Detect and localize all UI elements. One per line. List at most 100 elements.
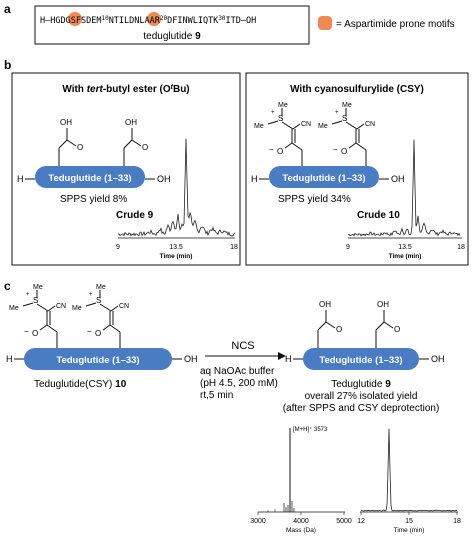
ms-tick-3: 5000 xyxy=(336,518,352,525)
pill-csy xyxy=(269,166,379,188)
box-otbu xyxy=(11,72,241,266)
pill-otbu-text: Teduglutide (1–33) xyxy=(48,173,131,184)
ms-tick-2: 4000 xyxy=(293,518,309,525)
tick-right-3: 18 xyxy=(457,244,465,251)
sequence: H—HGDGSFSDEM10NTILDNLAAR20DFINWLIQTK30IT… xyxy=(40,15,256,26)
oh-c-product-2: OH xyxy=(377,300,389,309)
o-b1: O xyxy=(277,147,283,156)
oh-terminus-left: OH xyxy=(157,174,171,184)
reagent-ncs: NCS xyxy=(231,340,254,352)
minus-c2: − xyxy=(87,327,92,336)
xlabel-right: Time (min) xyxy=(389,253,422,260)
csy-sidechain-b1 xyxy=(267,108,303,166)
o-otbu-1: O xyxy=(77,143,83,152)
after-deprotection: (after SPPS and CSY deprotection) xyxy=(283,403,440,414)
chromatogram-crude-10 xyxy=(347,139,462,239)
pill-c-left xyxy=(24,348,172,370)
oh-otbu-1: OH xyxy=(60,118,72,127)
xlabel-left: Time (min) xyxy=(160,253,193,260)
title-otbu: With tert-butyl ester (OtBu) xyxy=(62,84,189,95)
o-c-product-2: O xyxy=(394,325,400,334)
legend-swatch xyxy=(318,16,332,30)
sidechain-c-product-1 xyxy=(317,310,336,348)
highlight-dn xyxy=(147,12,161,26)
tick-right-2: 13.5 xyxy=(398,244,412,251)
o-c2: O xyxy=(95,329,101,338)
sidechain-otbu-2 xyxy=(123,128,142,166)
csy-sidechain-c1 xyxy=(22,290,58,348)
s-b1: S xyxy=(278,114,283,123)
highlight-dg xyxy=(68,12,82,26)
o-b2: O xyxy=(341,147,347,156)
pill-c-right-text: Teduglutide (1–33) xyxy=(319,355,402,366)
me-b1-left: Me xyxy=(254,123,264,130)
me-b2-top: Me xyxy=(342,102,352,109)
oh-terminus-right: OH xyxy=(391,174,405,184)
oh-c-product-1: OH xyxy=(319,300,331,309)
chromatogram-crude-9 xyxy=(117,138,236,239)
o-c-product-1: O xyxy=(336,325,342,334)
tick-left-3: 18 xyxy=(230,244,238,251)
h-terminus-c-left: H xyxy=(6,354,13,364)
minus-b1: − xyxy=(269,145,274,154)
cond-3: rt,5 min xyxy=(200,390,233,401)
plus-c2: + xyxy=(89,292,93,298)
pill-c-right xyxy=(303,348,419,370)
cn-b2: CN xyxy=(365,121,375,128)
h-terminus-left: H xyxy=(17,174,24,184)
me-c1-left: Me xyxy=(9,305,19,312)
oh-otbu-2: OH xyxy=(125,118,137,127)
csy-sidechain-c2 xyxy=(85,290,121,348)
me-b1-top: Me xyxy=(278,102,288,109)
me-c1-top: Me xyxy=(33,284,43,291)
ms-tick-1: 3000 xyxy=(250,518,266,525)
caption-c-left: Teduglutide(CSY) 10 xyxy=(34,379,127,390)
pill-otbu xyxy=(35,166,145,188)
title-csy: With cyanosulfurylide (CSY) xyxy=(290,84,424,95)
hplc-tick-3: 18 xyxy=(453,518,461,525)
minus-b2: − xyxy=(333,145,338,154)
yield-otbu: SPPS yield 8% xyxy=(60,194,127,205)
cond-1: aq NaOAc buffer xyxy=(200,366,275,377)
sequence-caption: teduglutide 9 xyxy=(143,31,201,42)
caption-c-right: Teduglutide 9 xyxy=(331,379,391,390)
oh-terminus-c-right: OH xyxy=(431,354,445,364)
yield-csy: SPPS yield 34% xyxy=(278,194,351,205)
tick-left-2: 13.5 xyxy=(169,244,183,251)
o-c1: O xyxy=(32,329,38,338)
sidechain-c-product-2 xyxy=(375,310,394,348)
cond-2: (pH 4.5, 200 mM) xyxy=(200,378,278,389)
cn-c2: CN xyxy=(119,303,129,310)
sequence-box xyxy=(34,5,310,45)
legend-text: = Aspartimide prone motifs xyxy=(336,19,455,30)
ms-peak-label: [M+H]⁺ 3573 xyxy=(293,426,328,433)
me-c2-left: Me xyxy=(72,305,82,312)
crude-10-label: Crude 10 xyxy=(357,210,400,221)
box-csy xyxy=(245,72,469,266)
h-terminus-c-right: H xyxy=(285,354,292,364)
panel-label-b: b xyxy=(4,58,11,72)
csy-sidechain-b2 xyxy=(331,108,367,166)
s-b2: S xyxy=(342,114,347,123)
ms-spectrum xyxy=(257,428,345,515)
o-otbu-2: O xyxy=(142,143,148,152)
oh-terminus-c-left: OH xyxy=(184,354,198,364)
plus-b2: + xyxy=(335,110,339,116)
s-c1: S xyxy=(33,296,38,305)
cn-c1: CN xyxy=(56,303,66,310)
crude-9-label: Crude 9 xyxy=(116,210,154,221)
hplc-xlabel: Time (min) xyxy=(394,527,425,534)
plus-c1: + xyxy=(26,292,30,298)
tick-left-1: 9 xyxy=(116,244,120,251)
minus-c1: − xyxy=(24,327,29,336)
pill-c-left-text: Teduglutide (1–33) xyxy=(56,355,139,366)
cn-b1: CN xyxy=(301,121,311,128)
ms-xlabel: Mass (Da) xyxy=(286,527,316,534)
hplc-tick-2: 15 xyxy=(405,518,413,525)
hplc-tick-1: 12 xyxy=(357,518,365,525)
hplc-trace xyxy=(360,428,458,515)
me-b2-left: Me xyxy=(318,123,328,130)
panel-label-a: a xyxy=(4,2,11,16)
h-terminus-right: H xyxy=(251,174,258,184)
